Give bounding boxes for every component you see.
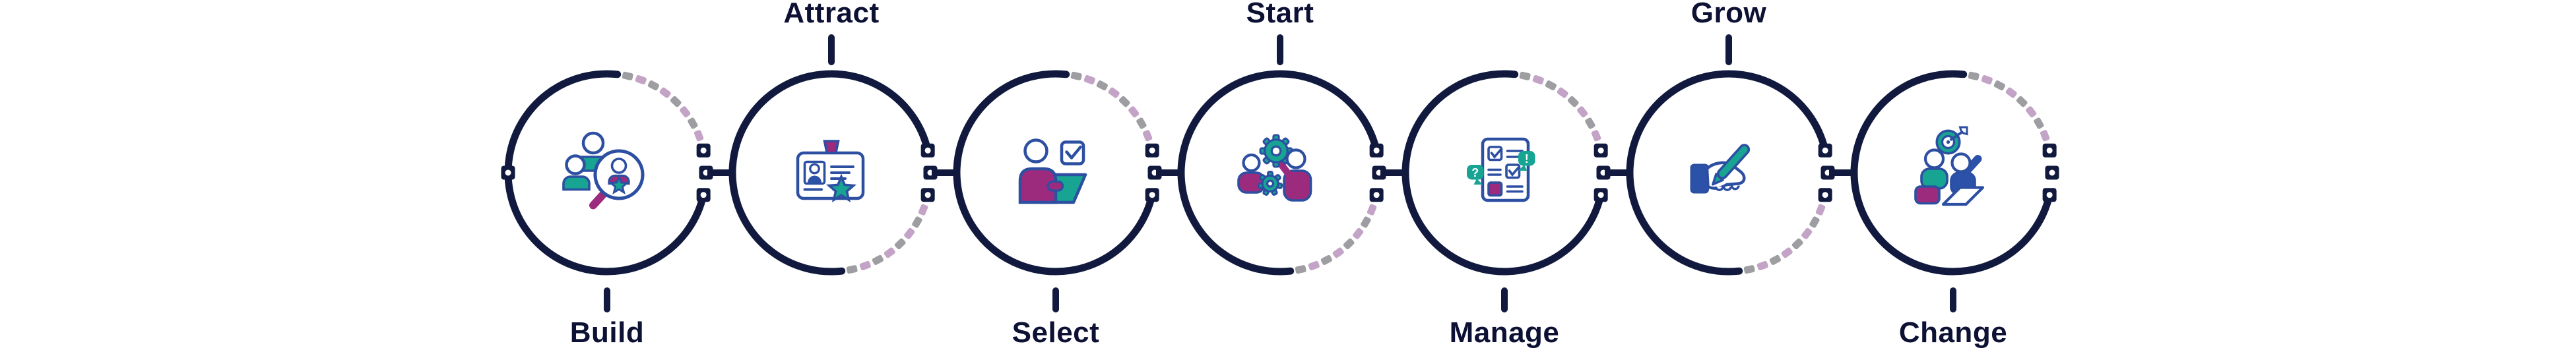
step-circle-grow xyxy=(1626,34,1835,276)
step-label-attract: Attract xyxy=(783,0,880,29)
svg-text:?: ? xyxy=(1471,166,1479,179)
people-gears-icon xyxy=(1237,134,1312,202)
step-circle-build xyxy=(501,70,713,312)
hand-signing-icon xyxy=(1690,144,1751,194)
step-circle-attract xyxy=(728,34,938,276)
step-label-manage: Manage xyxy=(1449,316,1560,349)
step-circle-select xyxy=(953,70,1162,312)
step-label-start: Start xyxy=(1246,0,1314,29)
id-badge-star-icon xyxy=(796,140,865,203)
team-search-icon xyxy=(562,131,645,210)
person-goal-laptop-icon xyxy=(1914,126,1985,206)
step-circle-manage: ? ! xyxy=(1401,70,1611,312)
step-label-select: Select xyxy=(1012,316,1100,349)
svg-text:!: ! xyxy=(1525,152,1529,165)
step-circle-start xyxy=(1177,34,1386,276)
person-desk-check-icon xyxy=(1018,138,1087,204)
step-label-build: Build xyxy=(569,316,645,349)
step-circle-change xyxy=(1850,70,2059,312)
step-label-grow: Grow xyxy=(1690,0,1767,29)
step-label-change: Change xyxy=(1898,316,2008,349)
survey-feedback-icon: ? ! xyxy=(1467,137,1535,202)
